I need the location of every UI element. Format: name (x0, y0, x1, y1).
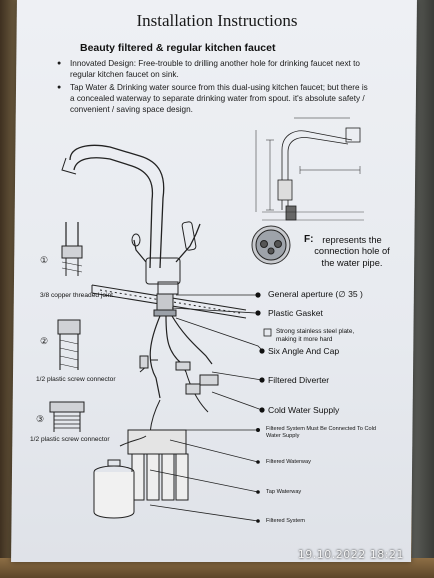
faucet-spout (69, 144, 165, 269)
photo-timestamp: 19.10.2022 18:21 (297, 548, 404, 561)
callout-plastic-gasket: Plastic Gasket (268, 308, 323, 318)
part-3-drawing (49, 401, 85, 413)
part-1-drawing (65, 222, 79, 246)
part-3-number: ③ (36, 414, 45, 424)
part-2-label: 1/2 plastic screw connector (36, 376, 116, 383)
callout-steel-plate: Strong stainless steel plate, making it … (276, 328, 355, 343)
callout-filtered-system: Filtered System (266, 518, 305, 524)
faucet-base (145, 257, 181, 285)
f-letter: F: (304, 234, 314, 245)
faucet-handle-right (175, 223, 201, 263)
bullet-tap-water: Tap Water & Drinking water source from t… (57, 82, 370, 116)
bullet-innovated-design: Innovated Design: Free-trouble to drilli… (57, 58, 370, 80)
background-right (412, 0, 434, 578)
part-1-label: 3/8 copper threaded joint (40, 292, 113, 299)
f-note-text: represents the connection hole of the wa… (314, 235, 390, 268)
hose-left (149, 315, 161, 399)
callout-six-angle: Six Angle And Cap (268, 346, 340, 356)
document-title: Installation Instructions (136, 11, 298, 30)
callout-cold-water: Cold Water Supply (268, 405, 340, 415)
callout-general-aperture: General aperture (∅ 35 ) (268, 289, 363, 299)
background-bottom (0, 558, 434, 578)
callout-tap-waterway: Tap Waterway (266, 489, 302, 495)
document-subtitle: Beauty filtered & regular kitchen faucet (80, 42, 276, 54)
steel-plate-marker (263, 328, 272, 337)
filter-housing (127, 429, 187, 455)
faucet-handle-left (133, 239, 147, 263)
technical-dimension-drawing (255, 117, 364, 221)
callout-filtered-diverter: Filtered Diverter (268, 375, 330, 385)
angle-valve-left (175, 361, 191, 371)
part-2-number: ② (40, 336, 49, 346)
callout-filtered-waterway: Filtered Waterway (266, 459, 311, 465)
part-1-number: ① (40, 255, 49, 265)
part-2-drawing (57, 319, 81, 335)
callout-filtered-system-note: Filtered System Must Be Connected To Col… (266, 426, 376, 439)
part-3-label: 1/2 plastic screw connector (30, 436, 110, 443)
